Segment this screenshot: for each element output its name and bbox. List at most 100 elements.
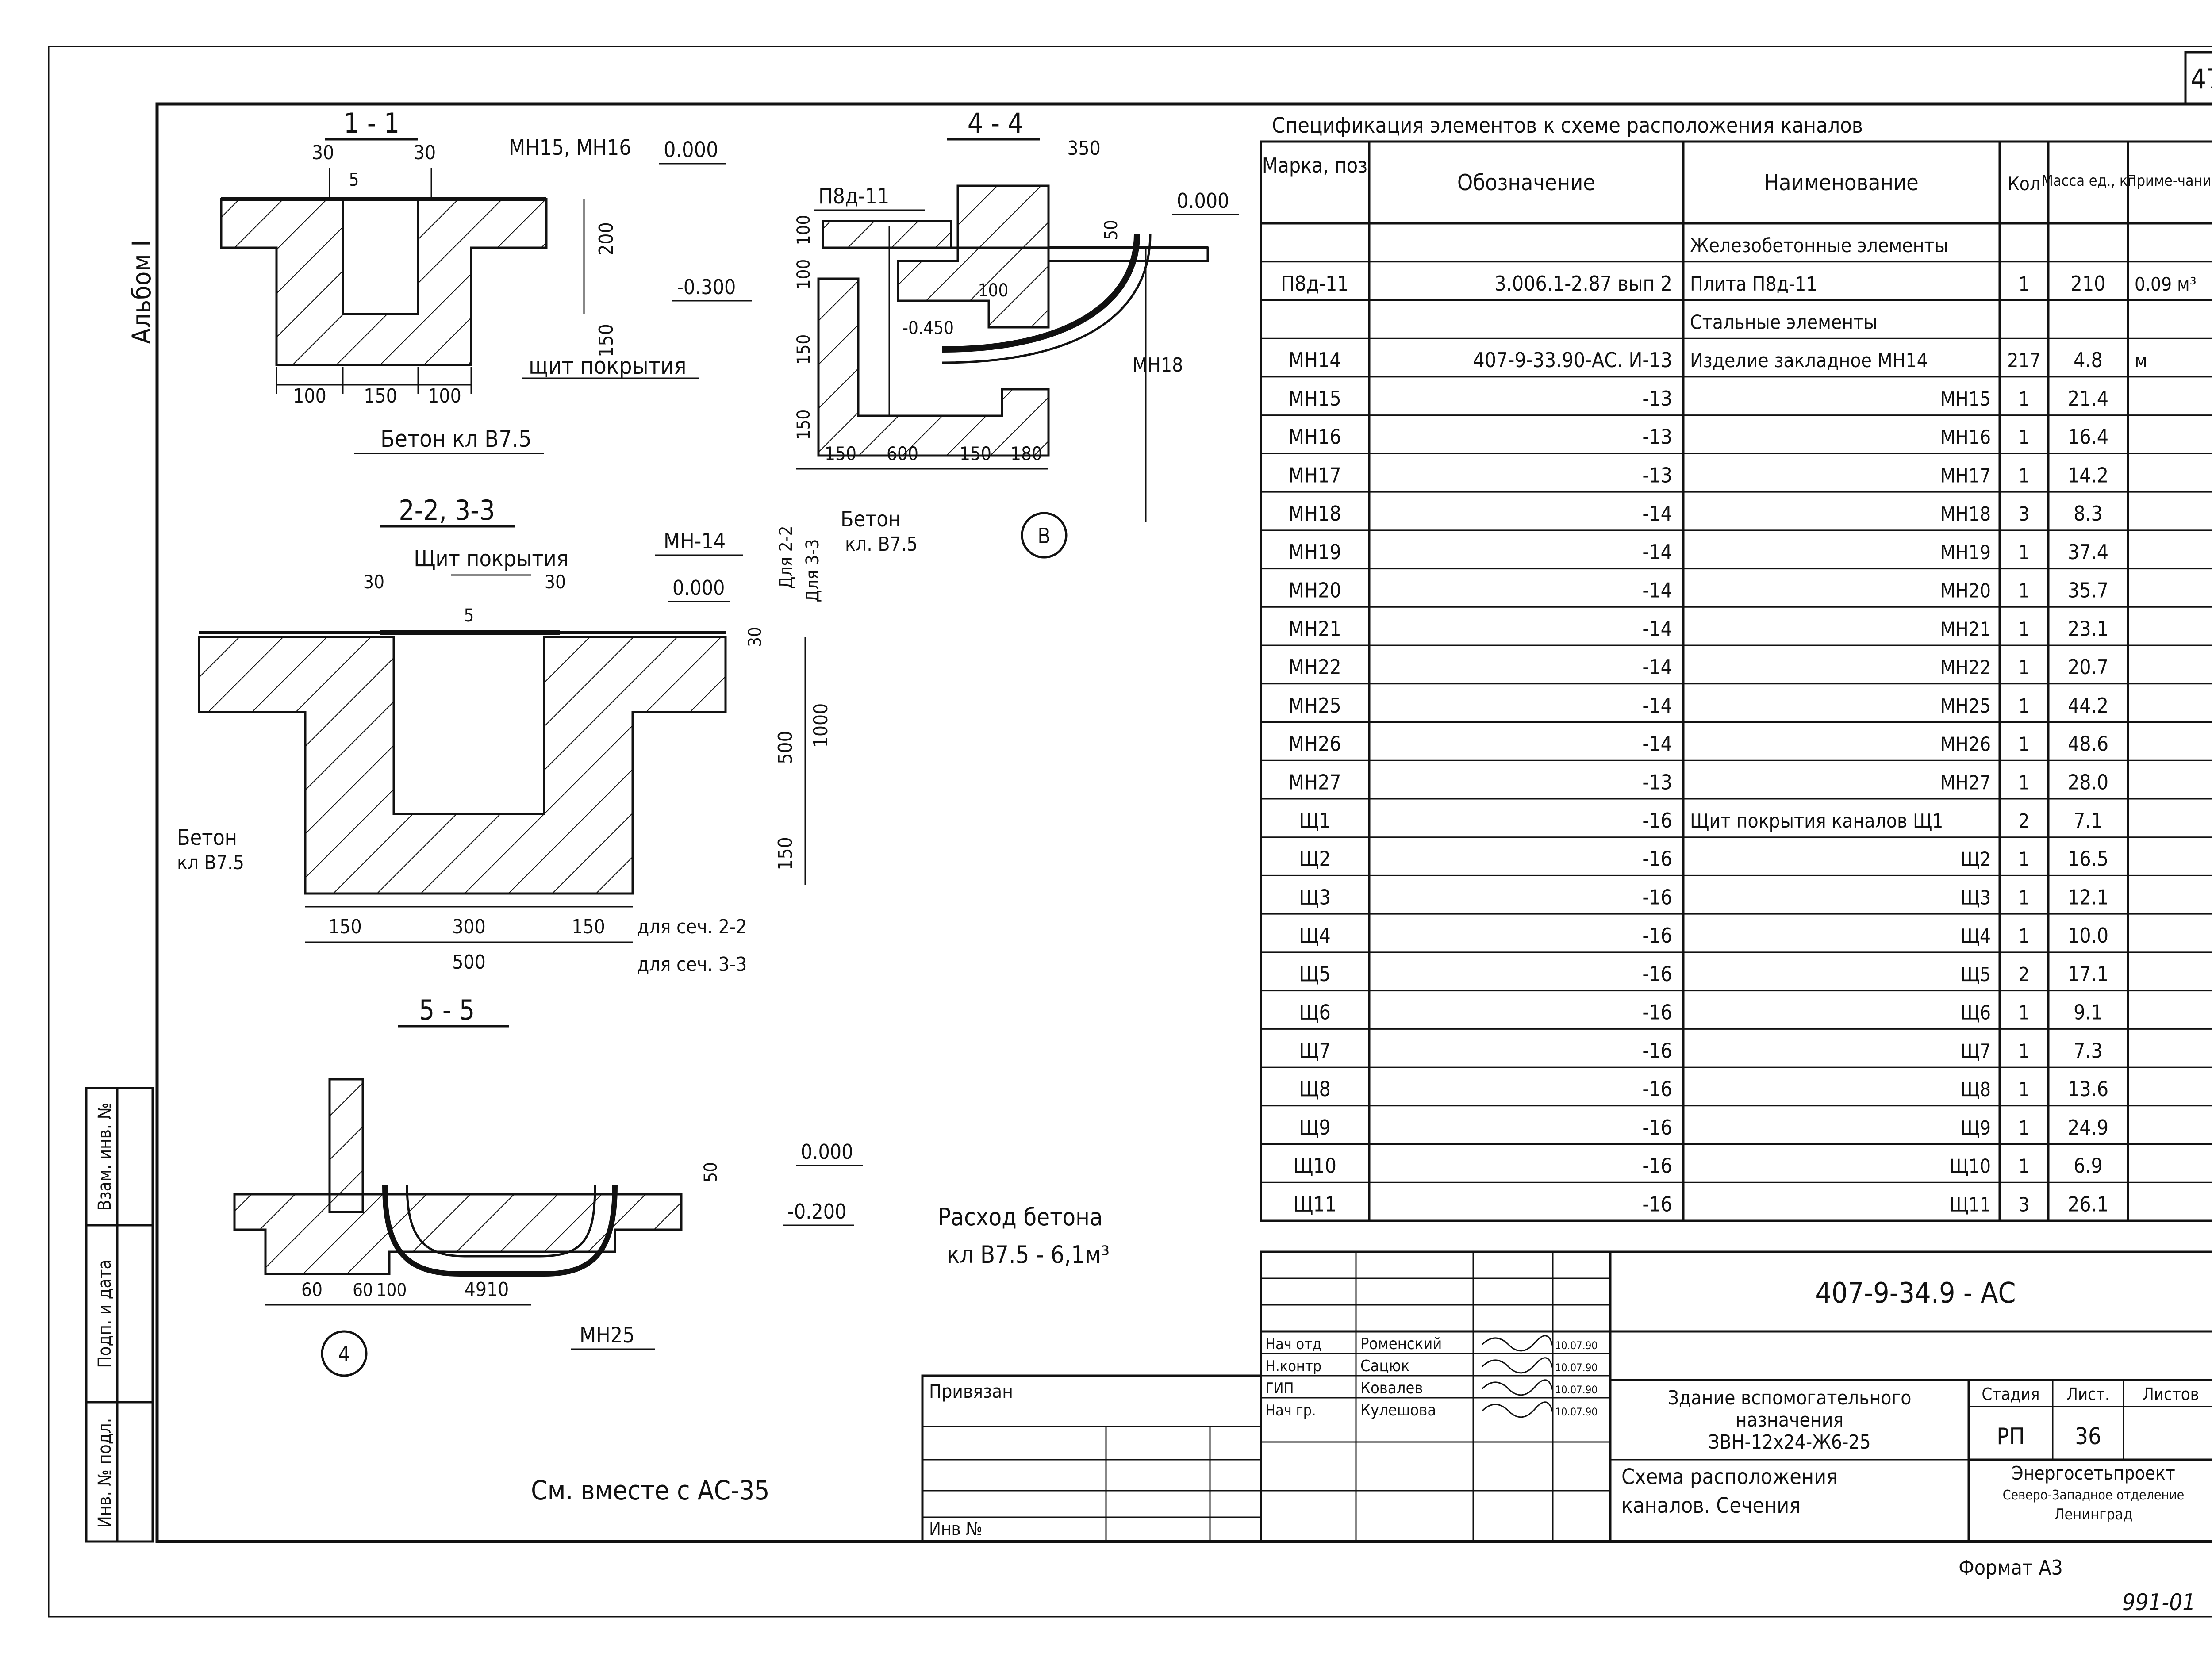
spec-cell-r9-c0: МН20 — [1288, 579, 1341, 602]
s44-label-concrete: Бетон — [841, 507, 901, 532]
sheet-value: 36 — [2075, 1423, 2101, 1450]
spec-cell-r3-c5: м — [2135, 350, 2147, 372]
building-line3: ЗВН-12х24-Ж6-25 — [1708, 1431, 1871, 1453]
s55-label-mn25: МН25 — [580, 1323, 635, 1348]
s44-dim-7: 100 — [978, 280, 1009, 301]
spec-cell-r22-c1: -16 — [1642, 1077, 1672, 1101]
spec-header-qty: Кол — [2008, 173, 2040, 195]
spec-cell-r12-c2: МН25 — [1940, 695, 1991, 717]
spec-cell-r6-c1: -13 — [1642, 463, 1672, 487]
staff-date-2: 10.07.90 — [1555, 1384, 1598, 1396]
s55-dim-4: 4910 — [465, 1278, 509, 1301]
spec-cell-r23-c4: 24.9 — [2068, 1116, 2108, 1139]
s23-dim-8: 300 — [452, 916, 486, 938]
s44-dim-10: 150 — [960, 443, 991, 464]
spec-cell-r8-c3: 1 — [2018, 541, 2029, 564]
staff-date-0: 10.07.90 — [1555, 1339, 1598, 1352]
spec-cell-r3-c1: 407-9-33.90-АС. И-13 — [1473, 348, 1672, 372]
spec-cell-r8-c1: -14 — [1642, 540, 1672, 564]
spec-cell-r25-c1: -16 — [1642, 1192, 1672, 1216]
stage-value: РП — [1997, 1423, 2024, 1450]
sheet-stamp: 991-01 — [2122, 1589, 2196, 1616]
section-5-5-title: 5 - 5 — [419, 994, 475, 1026]
staff-role-0: Нач отд — [1265, 1335, 1321, 1353]
spec-cell-r4-c2: МН15 — [1940, 388, 1991, 410]
s44-dim-1: 50 — [1101, 220, 1121, 240]
stamp-podp: Подп. и дата — [95, 1259, 115, 1368]
spec-cell-r22-c0: Щ8 — [1299, 1077, 1331, 1101]
s23-dim-4: 500 — [774, 731, 797, 764]
spec-cell-r10-c2: МН21 — [1940, 618, 1991, 640]
spec-cell-r2-c2: Стальные элементы — [1690, 311, 1878, 334]
sheet-title-line1: Схема расположения — [1621, 1465, 1838, 1489]
spec-cell-r3-c2: Изделие закладное МН14 — [1690, 349, 1928, 372]
staff-name-2: Ковалев — [1360, 1379, 1423, 1397]
spec-cell-r6-c2: МН17 — [1940, 464, 1991, 487]
s23-dim-2: 5 — [464, 606, 474, 626]
spec-table-border — [1260, 140, 2212, 1222]
s23-dim-3: 30 — [745, 627, 765, 647]
staff-date-1: 10.07.90 — [1555, 1361, 1598, 1374]
sheet-title-line2: каналов. Сечения — [1621, 1493, 1801, 1518]
s44-label-plate: П8д-11 — [818, 184, 889, 209]
spec-cell-r9-c4: 35.7 — [2068, 579, 2108, 602]
s23-label-sec33: для сеч. 3-3 — [637, 953, 747, 976]
spec-cell-r18-c3: 1 — [2018, 925, 2029, 947]
spec-cell-r6-c3: 1 — [2018, 464, 2029, 487]
spec-cell-r12-c1: -14 — [1642, 694, 1672, 717]
s1-label-minus300: -0.300 — [677, 275, 736, 299]
spec-cell-r11-c4: 20.7 — [2068, 655, 2108, 679]
spec-cell-r3-c0: МН14 — [1288, 348, 1341, 372]
page-number-box — [2184, 51, 2212, 105]
spec-cell-r17-c4: 12.1 — [2068, 885, 2108, 909]
staff-name-1: Сацюк — [1360, 1357, 1409, 1375]
spec-header-mass: Масса ед., кг — [2042, 172, 2135, 190]
s55-label-zero: 0.000 — [801, 1140, 853, 1164]
s23-dim-10: 500 — [452, 951, 486, 974]
spec-cell-r21-c1: -16 — [1642, 1039, 1672, 1062]
s44-dim-9: 600 — [887, 443, 918, 464]
spec-cell-r3-c4: 4.8 — [2074, 348, 2103, 372]
org-line1: Энергосетьпроект — [2012, 1462, 2175, 1484]
spec-cell-r14-c2: МН27 — [1940, 771, 1991, 794]
spec-cell-r23-c3: 1 — [2018, 1117, 2029, 1139]
concrete-note-line1: Расход бетона — [938, 1203, 1103, 1231]
doc-code: 407-9-34.9 - АС — [1815, 1277, 2016, 1310]
spec-cell-r1-c1: 3.006.1-2.87 вып 2 — [1494, 272, 1672, 295]
spec-cell-r7-c0: МН18 — [1288, 502, 1341, 525]
spec-cell-r13-c2: МН26 — [1940, 733, 1991, 756]
spec-cell-r25-c3: 3 — [2018, 1193, 2029, 1216]
s23-label-shield: Щит покрытия — [414, 546, 568, 571]
s23-label-zero: 0.000 — [672, 576, 725, 600]
spec-cell-r6-c0: МН17 — [1288, 463, 1341, 487]
s1-label-shield: щит покрытия — [529, 353, 686, 380]
s44-dim-11: 180 — [1010, 443, 1042, 464]
s55-dim-2: 60 — [353, 1280, 373, 1300]
spec-cell-r23-c2: Щ9 — [1961, 1117, 1991, 1139]
s23-label-mn14: МН-14 — [664, 529, 726, 554]
spec-cell-r10-c3: 1 — [2018, 618, 2029, 640]
spec-cell-r19-c3: 2 — [2018, 963, 2029, 986]
spec-cell-r19-c4: 17.1 — [2068, 962, 2108, 986]
spec-cell-r4-c0: МН15 — [1288, 387, 1341, 410]
spec-cell-r4-c1: -13 — [1642, 387, 1672, 410]
spec-cell-r12-c3: 1 — [2018, 695, 2029, 717]
s44-dim-2: 100 — [794, 215, 814, 245]
section-2-2-title: 2-2, 3-3 — [399, 494, 495, 526]
s1-dim-1: 30 — [414, 142, 436, 164]
spec-cell-r21-c2: Щ7 — [1961, 1040, 1991, 1062]
staff-role-2: ГИП — [1265, 1380, 1294, 1397]
s23-dim-0: 30 — [363, 571, 384, 593]
spec-cell-r21-c0: Щ7 — [1299, 1039, 1331, 1062]
spec-cell-r15-c0: Щ1 — [1299, 809, 1331, 832]
s1-dim-5: 100 — [293, 385, 326, 407]
s44-dim-6: 150 — [825, 443, 856, 464]
spec-cell-r14-c4: 28.0 — [2068, 770, 2108, 794]
format-label: Формат А3 — [1959, 1556, 2063, 1580]
s23-dim-6: 150 — [774, 837, 797, 871]
spec-cell-r20-c2: Щ6 — [1961, 1002, 1991, 1024]
spec-cell-r20-c3: 1 — [2018, 1002, 2029, 1024]
spec-cell-r22-c3: 1 — [2018, 1078, 2029, 1101]
